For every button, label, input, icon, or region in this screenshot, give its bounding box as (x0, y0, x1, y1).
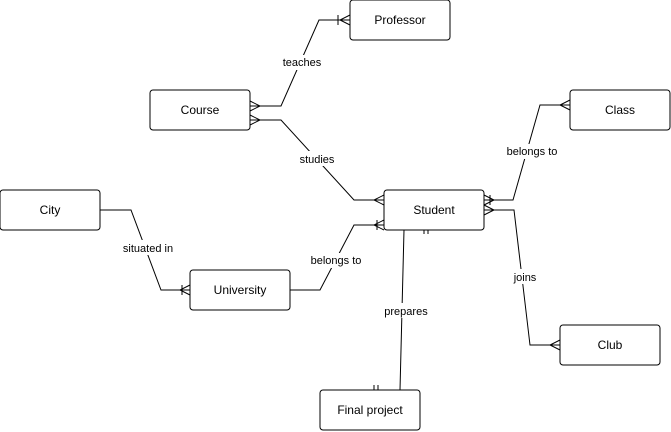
rel-teaches: teaches (280, 55, 324, 70)
rel-label-belongs-to-university: belongs to (311, 255, 362, 267)
entity-professor-label: Professor (374, 13, 425, 27)
rel-label-situated-in: situated in (123, 243, 173, 255)
cardinality-many-course-teaches (249, 100, 262, 112)
rel-studies: studies (296, 151, 338, 166)
cardinality-one-or-many-student-class (483, 194, 496, 206)
cardinality-one-or-many-professor (337, 14, 351, 26)
entity-class-label: Class (605, 103, 635, 117)
cardinality-one-or-many-student-university (372, 219, 385, 231)
rel-prepares: prepares (379, 303, 433, 318)
rel-belongs-to-class: belongs to (503, 144, 561, 159)
entity-professor[interactable]: Professor (349, 0, 451, 41)
rel-label-prepares: prepares (384, 306, 428, 318)
entity-final-project[interactable]: Final project (319, 389, 421, 431)
cardinality-many-course-studies (249, 114, 262, 126)
rel-joins: joins (510, 269, 540, 284)
entity-city[interactable]: City (0, 189, 101, 231)
entity-student[interactable]: Student (383, 189, 485, 231)
entity-class[interactable]: Class (569, 89, 671, 131)
cardinality-one-or-many-university-city (178, 284, 191, 296)
cardinality-many-student-studies (372, 194, 385, 206)
entity-university-label: University (214, 283, 267, 297)
entity-course-label: Course (181, 103, 220, 117)
rel-label-studies: studies (300, 154, 335, 166)
rel-label-teaches: teaches (283, 57, 322, 69)
entity-city-label: City (40, 203, 61, 217)
rel-label-joins: joins (513, 272, 537, 284)
cardinality-many-club (548, 339, 561, 351)
rel-situated-in: situated in (119, 240, 177, 255)
rel-label-belongs-to-class: belongs to (507, 146, 558, 158)
entity-university[interactable]: University (189, 269, 291, 311)
entity-course[interactable]: Course (149, 89, 251, 131)
cardinality-many-student-club (483, 204, 496, 216)
cardinality-many-class (558, 99, 571, 111)
entity-club[interactable]: Club (559, 324, 661, 366)
entity-student-label: Student (413, 203, 455, 217)
rel-belongs-to-university: belongs to (307, 253, 365, 268)
entity-club-label: Club (598, 338, 623, 352)
entity-final-project-label: Final project (337, 403, 403, 417)
